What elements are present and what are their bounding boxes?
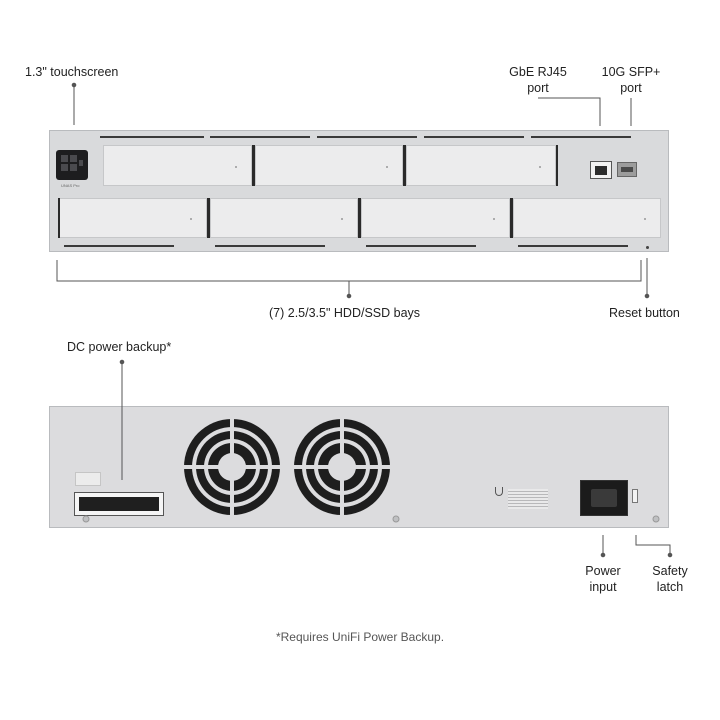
bay-led xyxy=(539,165,541,168)
rear-fans xyxy=(82,419,660,523)
drive-bay-4[interactable] xyxy=(59,198,207,238)
bay-divider xyxy=(510,198,513,238)
bay-divider xyxy=(252,145,255,186)
dc-power-backup-connector[interactable] xyxy=(74,492,164,516)
bay-divider xyxy=(58,198,60,238)
bay-led xyxy=(386,165,388,168)
touchscreen[interactable] xyxy=(56,150,88,180)
power-input[interactable] xyxy=(580,480,628,516)
rj45-port-label-line1: GbE RJ45 xyxy=(509,65,567,79)
footnote: *Requires UniFi Power Backup. xyxy=(275,630,445,644)
rj45-port[interactable] xyxy=(590,161,612,179)
bay-led xyxy=(190,218,192,220)
bay-led xyxy=(341,218,343,220)
drive-bay-6[interactable] xyxy=(361,198,510,238)
sfp-socket xyxy=(621,167,633,172)
rj45-socket xyxy=(595,166,607,175)
safety-latch-callout-line xyxy=(635,535,671,556)
bay-led xyxy=(493,218,495,220)
power-input-label-line1: Power xyxy=(585,564,621,578)
touchscreen-icons xyxy=(61,155,83,171)
bay-led xyxy=(644,218,646,220)
bay-led xyxy=(235,165,237,168)
touchscreen-callout-dot xyxy=(71,82,77,88)
regulatory-marks xyxy=(508,489,548,509)
bay-slot-line xyxy=(210,136,310,138)
reset-button-label: Reset button xyxy=(609,306,680,320)
bay-slot-line xyxy=(317,136,417,138)
sfp-port-label: 10G SFP+ port xyxy=(593,64,669,96)
power-input-label-line2: input xyxy=(589,580,617,594)
bay-slot-line xyxy=(531,136,631,138)
bay-divider xyxy=(556,145,558,186)
dc-connector-socket xyxy=(79,497,159,511)
bay-divider xyxy=(207,198,210,238)
sfp-port-label-line2: port xyxy=(620,81,642,95)
rear-panel xyxy=(49,406,669,528)
drive-bay-3[interactable] xyxy=(406,145,556,186)
drive-bay-7[interactable] xyxy=(513,198,661,238)
fan-grille-left xyxy=(184,419,280,515)
drive-bay-5[interactable] xyxy=(210,198,358,238)
sfp-port[interactable] xyxy=(617,162,637,177)
rear-sticker xyxy=(75,472,101,486)
fan-grille-right xyxy=(294,419,390,515)
drive-bay-1[interactable] xyxy=(103,145,252,186)
bay-slot-line xyxy=(366,245,476,247)
bay-divider xyxy=(403,145,406,186)
bay-slot-line xyxy=(215,245,325,247)
model-label: UNAS Pro xyxy=(61,183,80,188)
front-panel: UNAS Pro xyxy=(49,130,669,252)
bay-slot-line xyxy=(64,245,174,247)
touchscreen-label: 1.3" touchscreen xyxy=(25,65,119,79)
bay-slot-line xyxy=(518,245,628,247)
safety-latch-label-line1: Safety xyxy=(652,564,688,578)
rj45-port-label: GbE RJ45 port xyxy=(500,64,576,96)
reset-button[interactable] xyxy=(646,246,649,249)
drive-bays-label: (7) 2.5/3.5" HDD/SSD bays xyxy=(269,306,421,320)
drive-bays-bracket xyxy=(56,260,642,282)
rj45-callout-line xyxy=(538,97,601,126)
safety-latch-label-line2: latch xyxy=(656,580,684,594)
sfp-port-label-line1: 10G SFP+ xyxy=(601,65,661,79)
safety-latch[interactable] xyxy=(632,489,638,503)
safety-latch-label: Safety latch xyxy=(642,563,698,595)
bay-divider xyxy=(358,198,361,238)
dc-power-backup-label: DC power backup* xyxy=(67,340,172,354)
bay-slot-line xyxy=(100,136,204,138)
rj45-port-label-line2: port xyxy=(527,81,549,95)
drive-bay-2[interactable] xyxy=(255,145,403,186)
power-input-label: Power input xyxy=(575,563,631,595)
bay-slot-line xyxy=(424,136,524,138)
power-socket xyxy=(591,489,617,507)
ubiquiti-logo-icon xyxy=(495,487,503,496)
